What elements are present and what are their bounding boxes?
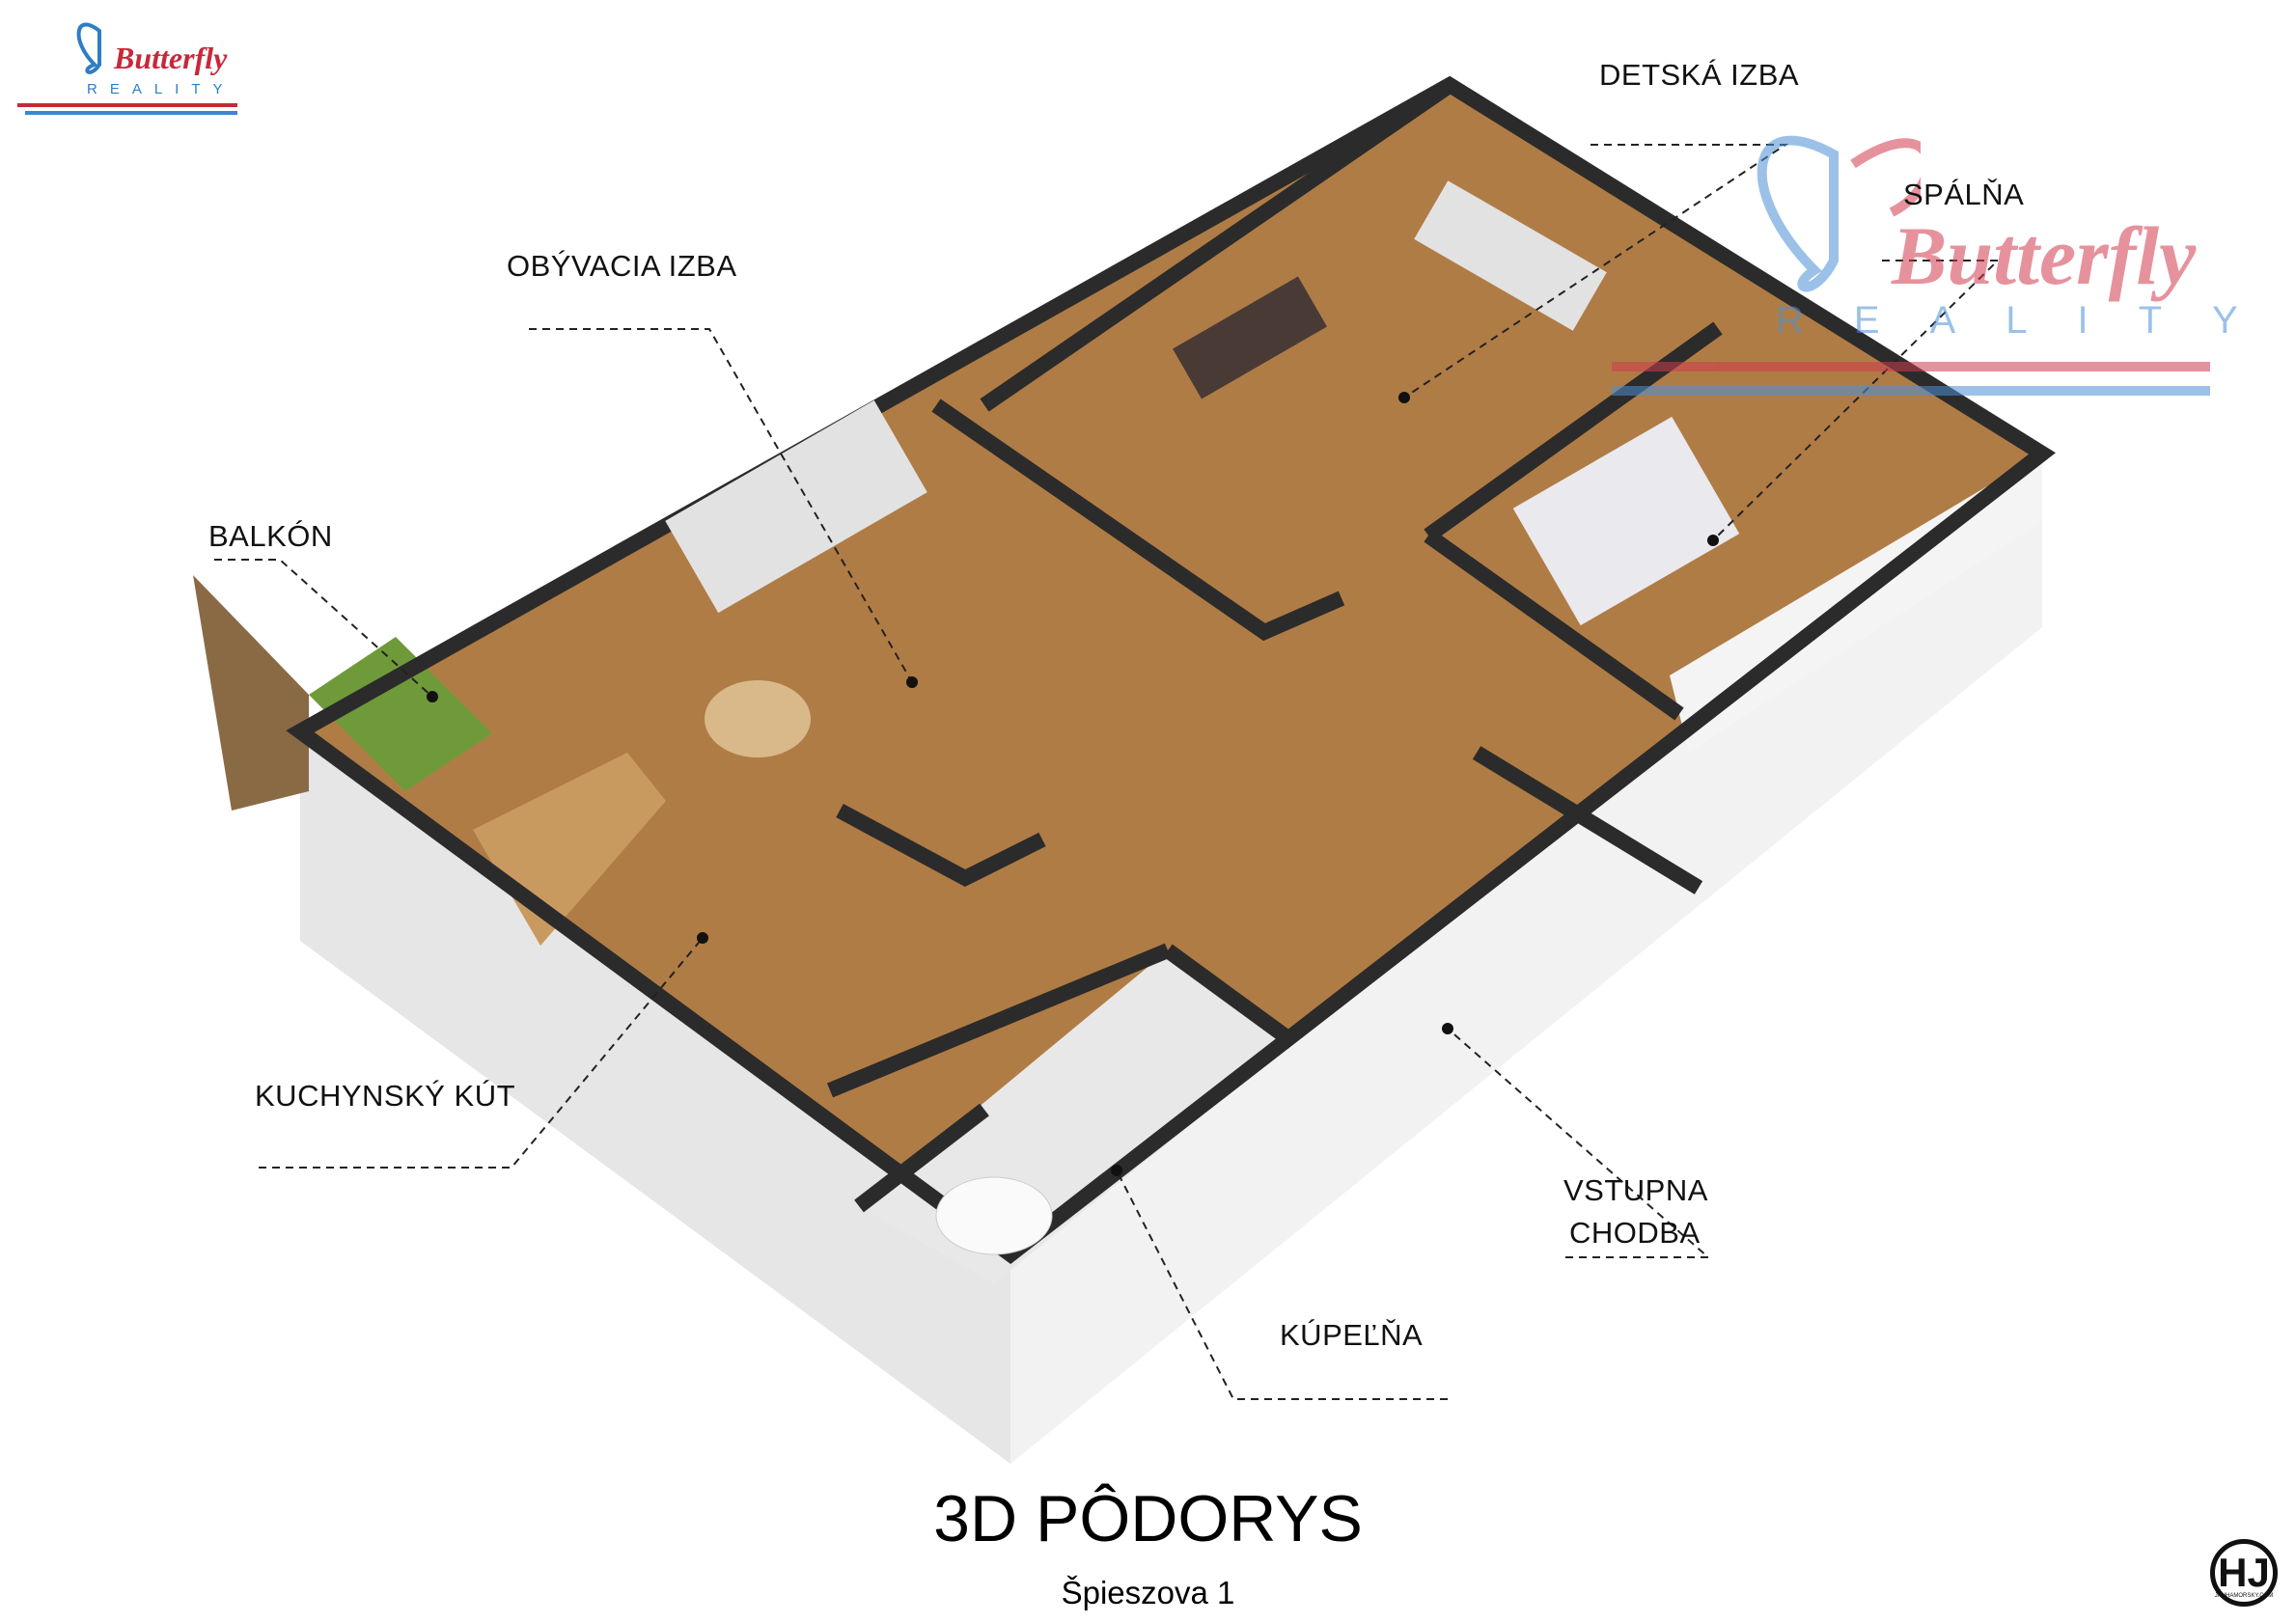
label-balkon: BALKÓN (208, 519, 333, 553)
apartment-floor (300, 85, 2042, 1254)
label-chodba: CHODBA (1569, 1216, 1701, 1250)
butterfly-reality-logo: Butterfly REALITY (17, 12, 239, 118)
walls (286, 75, 2056, 1265)
label-detska-izba: DETSKÁ IZBA (1599, 58, 1800, 92)
desk (1173, 276, 1327, 399)
logo-brand: Butterfly (114, 41, 228, 75)
hj-logo-text: HJ (2218, 1550, 2270, 1595)
bathtub (935, 1176, 1053, 1255)
hj-corner-logo: HJ JANHAMORSKY.COM (2210, 1539, 2278, 1607)
logo-red-line (17, 103, 237, 107)
logo-sub: REALITY (87, 81, 235, 97)
label-vstupna: VSTUPNA (1563, 1173, 1708, 1207)
logo-blue-line (25, 111, 237, 115)
outer-wall-face-left (300, 731, 1010, 1464)
label-obyvacia-izba: OBÝVACIA IZBA (507, 249, 737, 283)
watermark-butterfly-icon (1757, 135, 1921, 292)
butterfly-icon (76, 22, 101, 74)
label-kupelna: KÚPEĽŇA (1280, 1318, 1424, 1352)
butterfly-watermark: Butterfly REALITY (1612, 106, 2238, 405)
hj-logo-url: JANHAMORSKY.COM (2214, 1593, 2274, 1599)
watermark-blue-line (1612, 386, 2210, 396)
dining-table (705, 680, 811, 757)
balcony-grass (309, 637, 492, 791)
watermark-sub: REALITY (1776, 299, 2288, 342)
outer-wall-face-right (1010, 454, 2042, 1464)
room-markers (427, 392, 1719, 1176)
watermark-brand: Butterfly (1892, 209, 2197, 302)
sofa (665, 399, 927, 614)
label-spalna: SPÁLŇA (1903, 178, 2025, 211)
kids-sofa (1414, 180, 1607, 331)
page-title: 3D PÔDORYS (933, 1482, 1363, 1555)
address: Špieszova 1 (1061, 1575, 1235, 1610)
label-kuchynsky-kut: KUCHYNSKÝ KÚT (255, 1079, 516, 1113)
bed (1512, 416, 1740, 626)
watermark-red-line (1612, 362, 2210, 371)
balcony-railing (193, 575, 309, 811)
